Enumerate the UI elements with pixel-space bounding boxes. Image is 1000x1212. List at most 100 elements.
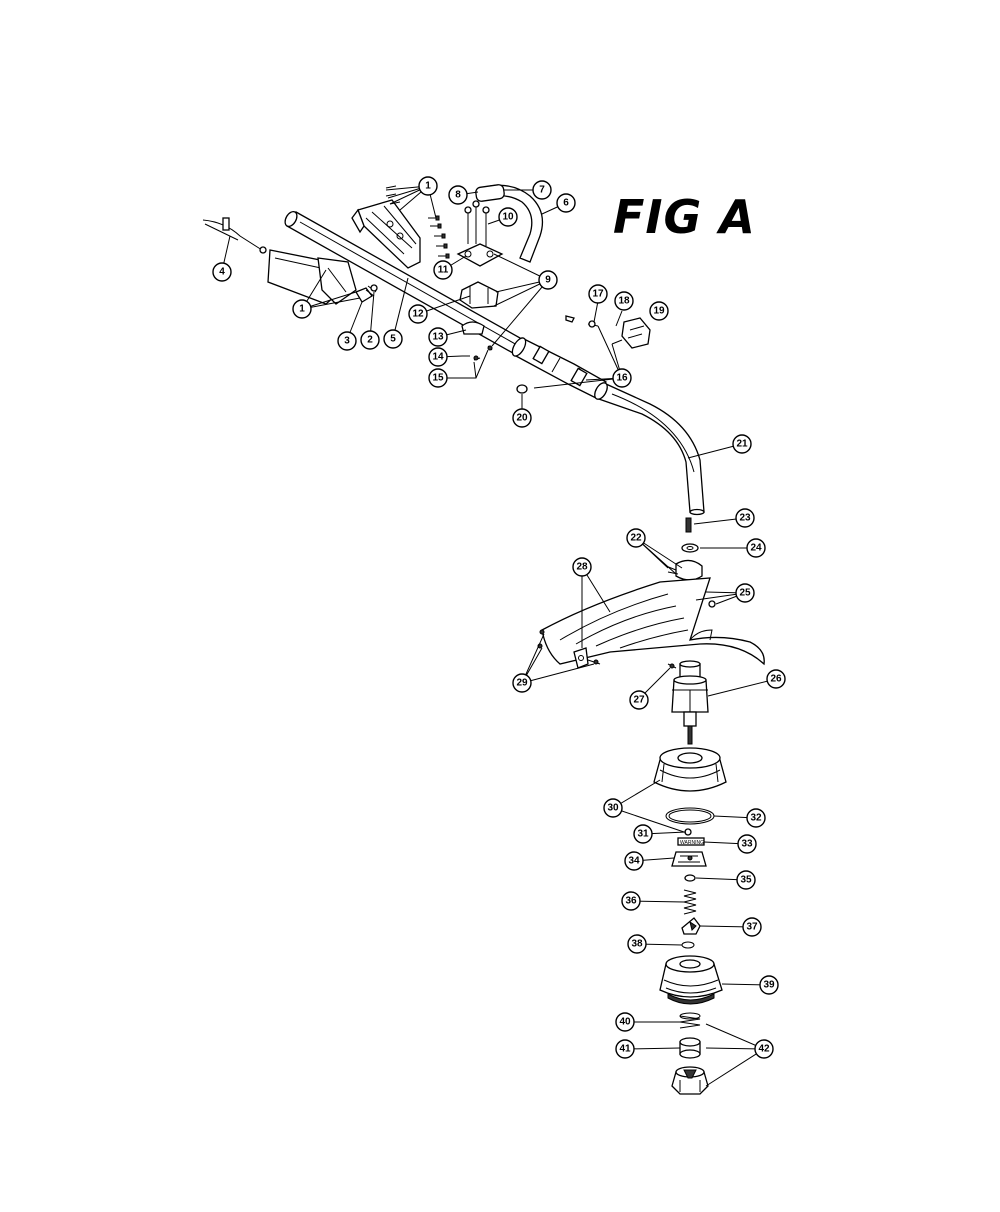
svg-text:41: 41: [619, 1044, 631, 1055]
svg-text:11: 11: [438, 265, 449, 276]
handle-lower-clamp-part: [459, 281, 499, 309]
gearbox-screw-part: [667, 663, 677, 669]
parts-drawings: WARNING: [202, 184, 765, 1095]
handle-clamp-housing-part: [351, 199, 421, 269]
throttle-cable-part: [202, 217, 267, 254]
svg-text:42: 42: [758, 1044, 770, 1055]
svg-text:2: 2: [367, 335, 373, 346]
callout-9: 9: [538, 270, 558, 290]
figure-title: FIG A: [613, 190, 756, 244]
svg-text:33: 33: [741, 839, 753, 850]
small-hardware-part: [461, 321, 493, 361]
svg-text:9: 9: [545, 275, 551, 286]
callout-11: 11: [433, 260, 453, 280]
callouts: 1 1 2 3 4 5 6 7 8 9 10 11 12 13 14 15 16…: [212, 176, 786, 1059]
spool-ring-part: [665, 807, 715, 836]
callout-28: 28: [572, 557, 592, 577]
callout-27: 27: [629, 690, 649, 710]
callout-3: 3: [337, 331, 357, 351]
callout-19: 19: [649, 301, 669, 321]
callout-14: 14: [428, 347, 448, 367]
callout-21: 21: [732, 434, 752, 454]
svg-text:17: 17: [592, 289, 604, 300]
callout-5: 5: [383, 329, 403, 349]
svg-text:1: 1: [299, 304, 305, 315]
grass-shield-part: [541, 577, 765, 669]
callout-6: 6: [556, 193, 576, 213]
callout-7: 7: [532, 180, 552, 200]
handle-clamp-plate-part: [456, 243, 504, 267]
svg-text:1: 1: [425, 181, 431, 192]
svg-text:31: 31: [637, 829, 649, 840]
svg-text:37: 37: [746, 922, 758, 933]
svg-text:5: 5: [390, 334, 396, 345]
svg-text:7: 7: [539, 185, 545, 196]
svg-text:39: 39: [763, 980, 775, 991]
callout-41: 41: [615, 1039, 635, 1059]
retaining-ring-part: [684, 874, 696, 882]
callout-24: 24: [746, 538, 766, 558]
svg-text:10: 10: [502, 212, 514, 223]
svg-text:35: 35: [740, 875, 752, 886]
svg-text:3: 3: [344, 336, 350, 347]
svg-text:20: 20: [516, 413, 528, 424]
warning-label-part: WARNING: [677, 837, 705, 846]
callout-22: 22: [626, 528, 646, 548]
svg-text:14: 14: [432, 352, 444, 363]
coupler-knob-part: [611, 317, 651, 349]
lower-spring-part: [679, 1012, 701, 1029]
svg-text:38: 38: [631, 939, 643, 950]
line-guide-part: [671, 851, 707, 867]
svg-text:6: 6: [563, 198, 569, 209]
handle-grip-part: [267, 249, 357, 305]
callout-1-lower: 1: [292, 299, 312, 319]
shield-clamp-part: [665, 559, 703, 581]
callout-42: 42: [754, 1039, 774, 1059]
callout-13: 13: [428, 327, 448, 347]
small-ring-part: [681, 941, 695, 949]
svg-text:29: 29: [516, 678, 528, 689]
svg-text:18: 18: [618, 296, 630, 307]
callout-38: 38: [627, 934, 647, 954]
callout-40: 40: [615, 1012, 635, 1032]
svg-text:26: 26: [770, 674, 782, 685]
spring-cap-part: [681, 917, 701, 935]
callout-8: 8: [448, 185, 468, 205]
svg-text:23: 23: [739, 513, 751, 524]
callout-39: 39: [759, 975, 779, 995]
svg-text:15: 15: [432, 373, 444, 384]
callout-1: 1: [418, 176, 438, 196]
callout-2: 2: [360, 330, 380, 350]
svg-text:30: 30: [607, 803, 619, 814]
svg-text:34: 34: [628, 856, 640, 867]
callout-32: 32: [746, 808, 766, 828]
spring-part: [683, 889, 697, 915]
callout-12: 12: [408, 304, 428, 324]
callout-10: 10: [498, 207, 518, 227]
svg-text:21: 21: [736, 439, 748, 450]
svg-text:36: 36: [625, 896, 637, 907]
spool-housing-part: [653, 747, 727, 792]
callout-17: 17: [588, 284, 608, 304]
bushing-part: [679, 1037, 701, 1059]
callout-33: 33: [737, 834, 757, 854]
handle-bolts-part: [464, 200, 490, 246]
svg-text:16: 16: [616, 373, 628, 384]
warning-label-text: WARNING: [680, 840, 704, 846]
shaft-tip-part: [681, 517, 699, 553]
callout-31: 31: [633, 824, 653, 844]
svg-text:19: 19: [653, 306, 665, 317]
callout-4: 4: [212, 262, 232, 282]
svg-text:22: 22: [630, 533, 642, 544]
svg-text:4: 4: [219, 267, 225, 278]
coupler-housing-part: [511, 337, 607, 399]
svg-text:27: 27: [633, 695, 645, 706]
callout-23: 23: [735, 508, 755, 528]
svg-text:25: 25: [739, 588, 751, 599]
callout-35: 35: [736, 870, 756, 890]
callout-18: 18: [614, 291, 634, 311]
leader-lines: [221, 185, 777, 1087]
inner-spool-part: [659, 955, 723, 1005]
svg-text:32: 32: [750, 813, 762, 824]
